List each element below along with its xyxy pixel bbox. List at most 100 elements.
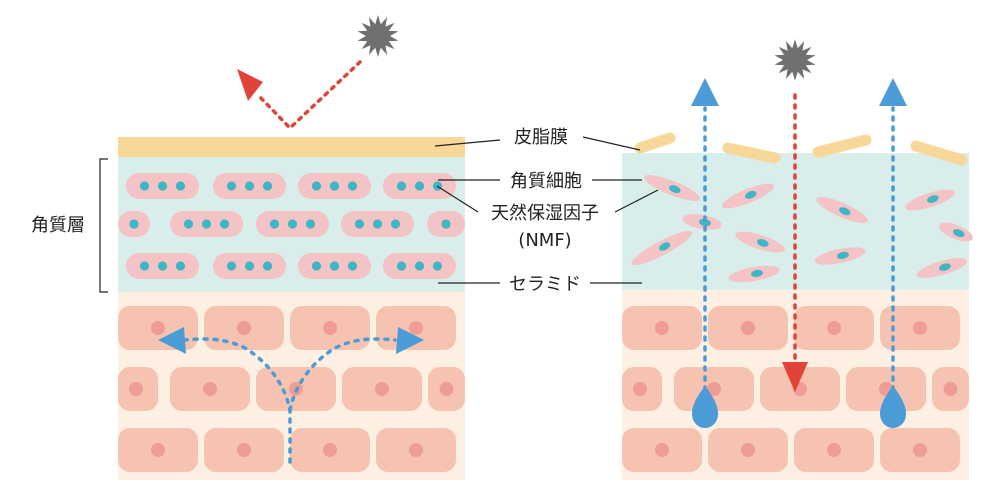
cell-nucleus	[827, 321, 841, 335]
nmf-dot	[262, 181, 273, 191]
nmf-dot	[226, 181, 237, 191]
nmf-dot	[939, 263, 951, 271]
nmf-dot	[390, 219, 401, 229]
nmf-dot	[751, 269, 763, 278]
sebum-fragment	[910, 140, 968, 166]
sun-shape	[357, 15, 399, 57]
nmf-dot	[432, 261, 443, 271]
nmf-dot	[347, 261, 358, 271]
water-drop-icon	[692, 386, 718, 428]
nmf-dot	[287, 219, 298, 229]
cell-nucleus	[237, 321, 251, 335]
corneocyte	[728, 265, 780, 283]
corneocyte	[816, 196, 868, 224]
cell-nucleus	[203, 382, 217, 396]
nmf-dot	[745, 190, 757, 199]
sebum-leader-right	[582, 136, 641, 151]
penetrating-uv-arrow-head	[782, 362, 808, 392]
sebum-film-layer	[118, 137, 465, 157]
cell-nucleus	[409, 321, 423, 335]
cell-nucleus	[655, 321, 669, 335]
corneocyte-label: 角質細胞	[510, 171, 582, 192]
nmf-dot	[699, 218, 711, 227]
nmf-dot	[837, 251, 849, 260]
nmf-dot	[927, 195, 939, 203]
nmf-dot	[414, 261, 425, 271]
cell-nucleus	[913, 321, 927, 335]
corneocyte	[905, 189, 955, 211]
corneocyte	[735, 231, 785, 253]
nmf-dot	[347, 181, 358, 191]
water-arrow-left	[158, 327, 186, 354]
nmf-dot	[311, 181, 322, 191]
water-path-left	[183, 337, 292, 464]
nmf-dot	[262, 261, 273, 271]
reflect-arrow-head	[237, 69, 263, 101]
water-path-right	[288, 337, 397, 412]
cell-nucleus	[409, 443, 423, 457]
corneocyte	[631, 230, 693, 266]
sebum-fragment	[722, 142, 781, 164]
disordered-corneocyte-group	[631, 175, 973, 283]
nmf-dot	[129, 219, 139, 229]
cell-nucleus	[151, 443, 165, 457]
nmf-leader-left	[436, 185, 479, 213]
water-up-arrow-right	[879, 78, 907, 106]
cell-nucleus	[633, 382, 647, 396]
cell-nucleus	[741, 321, 755, 335]
cell-nucleus	[741, 443, 755, 457]
nmf-dot	[305, 219, 316, 229]
healthy-skin-panel	[118, 15, 465, 480]
nmf-dot	[175, 261, 186, 271]
nmf-dot	[244, 261, 255, 271]
nmf-leader-right	[614, 189, 659, 213]
corneocyte	[682, 214, 722, 230]
ceramide-label: セラミド	[509, 274, 581, 295]
nmf-dot	[396, 261, 407, 271]
uv-sun-icon	[357, 15, 399, 57]
nmf-dot	[396, 181, 407, 191]
nmf-dot	[329, 261, 340, 271]
nmf-dot	[329, 181, 340, 191]
sebum-fragment	[634, 132, 676, 154]
water-up-arrow-left	[691, 78, 719, 106]
stratum-corneum-bracket	[99, 158, 108, 293]
sebum-film-label: 皮脂膜	[514, 127, 568, 148]
corneocyte-group	[118, 173, 465, 279]
nmf-dot	[953, 229, 965, 238]
stratum-corneum-label: 角質層	[31, 215, 85, 236]
nmf-dot	[226, 261, 237, 271]
nmf-dot	[175, 181, 186, 191]
nmf-dot	[201, 219, 212, 229]
cell-nucleus	[237, 443, 251, 457]
sebum-fragment	[812, 134, 872, 158]
dry-skin-panel	[622, 39, 973, 480]
nmf-dot	[244, 181, 255, 191]
nmf-dot	[157, 261, 168, 271]
corneocyte	[916, 258, 968, 278]
nmf-dot	[269, 219, 280, 229]
broken-sebum-film	[634, 132, 968, 166]
water-arrow-right	[396, 327, 424, 354]
nmf-dot	[311, 261, 322, 271]
nmf-dot	[372, 219, 383, 229]
water-drop-icon	[880, 386, 906, 428]
cell-nucleus	[827, 443, 841, 457]
nmf-dot	[669, 185, 681, 194]
nmf-dot	[354, 219, 365, 229]
nmf-label: 天然保湿因子	[491, 203, 599, 224]
cell-nucleus	[943, 382, 958, 396]
corneocyte	[814, 247, 866, 265]
cell-nucleus	[323, 443, 337, 457]
nmf-dot	[659, 242, 671, 251]
nmf-dot	[139, 181, 150, 191]
cell-nucleus	[913, 443, 927, 457]
cell-nucleus	[439, 382, 454, 396]
nmf-dot	[757, 239, 769, 247]
cell-nucleus	[375, 382, 389, 396]
epidermal-cell-group	[118, 306, 465, 472]
sebum-leader-left	[434, 139, 501, 147]
corneocyte	[939, 222, 973, 242]
corneocyte	[721, 183, 775, 209]
